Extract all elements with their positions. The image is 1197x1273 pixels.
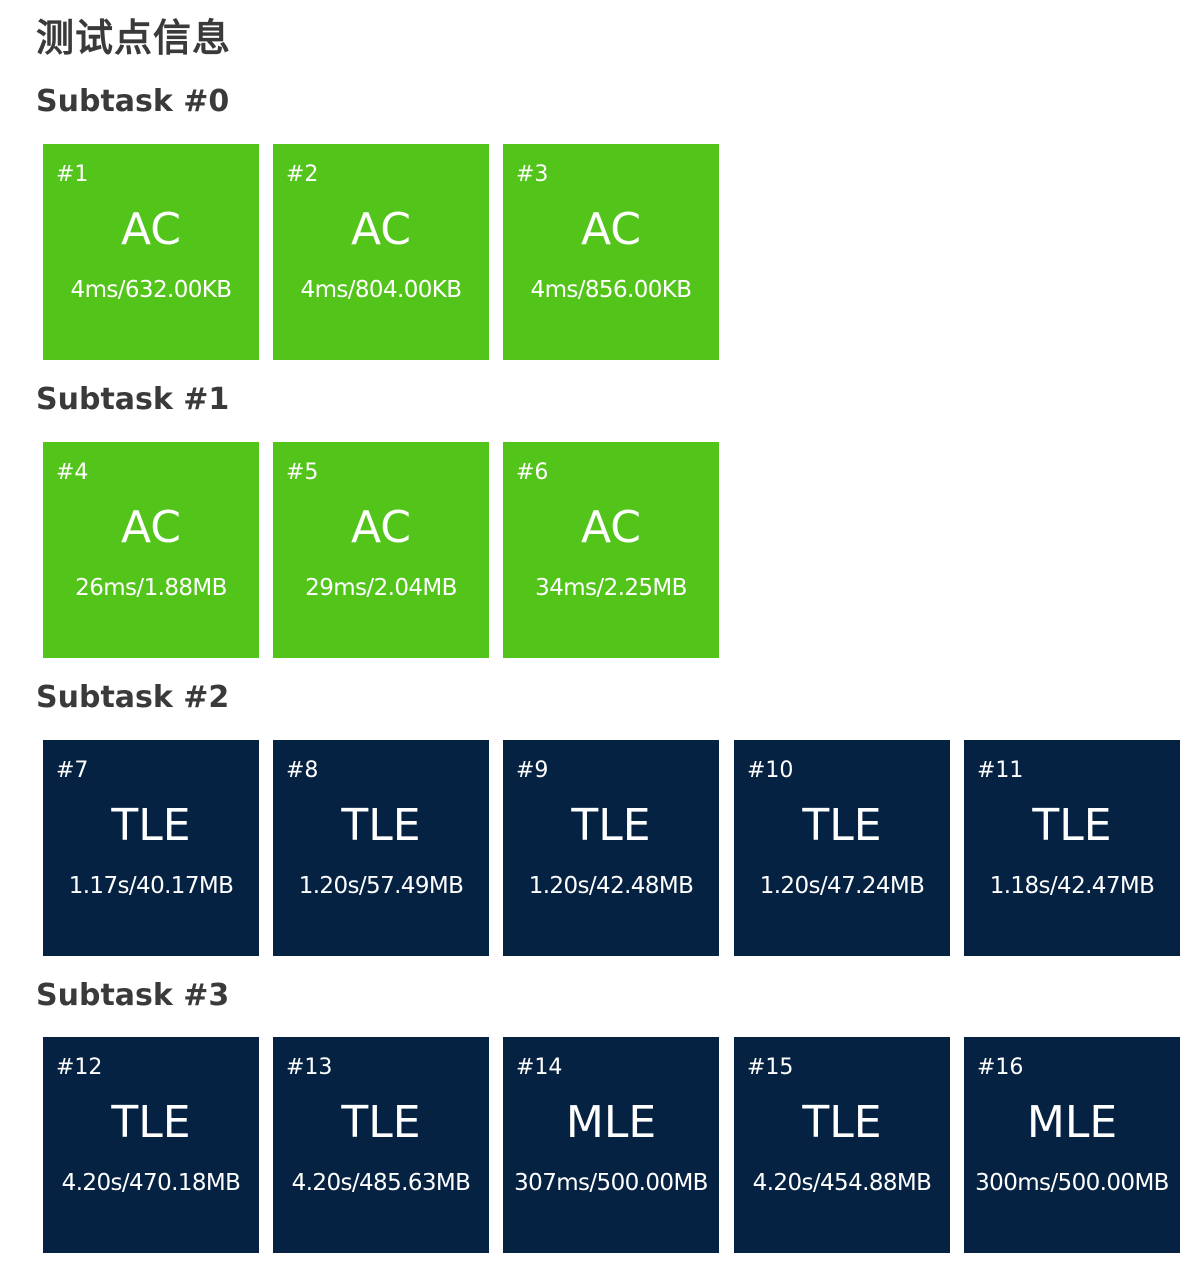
test-case-card[interactable]: #5 AC 29ms/2.04MB [273,442,489,658]
case-status: TLE [1032,800,1112,851]
case-stats: 4ms/804.00KB [300,277,463,303]
case-status: TLE [802,800,882,851]
case-id: #1 [56,162,89,187]
test-case-card[interactable]: #7 TLE 1.17s/40.17MB [43,740,259,956]
case-id: #8 [286,758,319,783]
test-case-card[interactable]: #9 TLE 1.20s/42.48MB [503,740,719,956]
case-id: #4 [56,460,89,485]
case-stats: 1.20s/47.24MB [759,873,925,899]
case-status: AC [120,204,182,255]
page-title: 测试点信息 [36,16,232,60]
case-stats: 4.20s/454.88MB [752,1170,932,1196]
case-stats: 4ms/856.00KB [530,277,693,303]
test-case-card[interactable]: #13 TLE 4.20s/485.63MB [273,1037,489,1253]
case-stats: 1.17s/40.17MB [68,873,234,899]
case-id: #11 [977,758,1024,783]
case-status: AC [580,204,642,255]
case-id: #6 [516,460,549,485]
case-status: MLE [565,1097,657,1148]
case-id: #10 [747,758,794,783]
case-id: #15 [747,1055,794,1080]
case-id: #3 [516,162,549,187]
test-case-card[interactable]: #4 AC 26ms/1.88MB [43,442,259,658]
case-stats: 1.20s/57.49MB [298,873,464,899]
case-status: TLE [571,800,651,851]
case-stats: 34ms/2.25MB [535,575,687,601]
test-case-card[interactable]: #15 TLE 4.20s/454.88MB [734,1037,950,1253]
case-id: #13 [286,1055,333,1080]
case-stats: 29ms/2.04MB [305,575,457,601]
test-case-card[interactable]: #8 TLE 1.20s/57.49MB [273,740,489,956]
case-id: #9 [516,758,549,783]
case-id: #2 [286,162,319,187]
case-id: #16 [977,1055,1024,1080]
case-status: AC [580,502,642,553]
case-status: AC [120,502,182,553]
case-id: #7 [56,758,89,783]
case-status: TLE [111,1097,191,1148]
subtask-heading: Subtask #0 [36,84,230,119]
case-status: MLE [1026,1097,1118,1148]
case-stats: 307ms/500.00MB [514,1170,708,1196]
test-case-card[interactable]: #10 TLE 1.20s/47.24MB [734,740,950,956]
case-stats: 26ms/1.88MB [75,575,227,601]
case-status: TLE [341,800,421,851]
case-status: TLE [802,1097,882,1148]
case-stats: 1.20s/42.48MB [528,873,694,899]
case-id: #14 [516,1055,563,1080]
test-case-card[interactable]: #3 AC 4ms/856.00KB [503,144,719,360]
subtask-heading: Subtask #1 [36,382,230,417]
case-id: #12 [56,1055,103,1080]
test-case-card[interactable]: #1 AC 4ms/632.00KB [43,144,259,360]
test-case-card[interactable]: #14 MLE 307ms/500.00MB [503,1037,719,1253]
case-stats: 4.20s/485.63MB [291,1170,471,1196]
case-stats: 1.18s/42.47MB [989,873,1155,899]
case-status: TLE [111,800,191,851]
case-status: AC [350,204,412,255]
case-stats: 4ms/632.00KB [70,277,233,303]
test-case-card[interactable]: #2 AC 4ms/804.00KB [273,144,489,360]
case-status: AC [350,502,412,553]
test-case-card[interactable]: #12 TLE 4.20s/470.18MB [43,1037,259,1253]
subtask-heading: Subtask #2 [36,680,230,715]
test-case-card[interactable]: #16 MLE 300ms/500.00MB [964,1037,1180,1253]
test-case-card[interactable]: #6 AC 34ms/2.25MB [503,442,719,658]
test-case-card[interactable]: #11 TLE 1.18s/42.47MB [964,740,1180,956]
case-status: TLE [341,1097,421,1148]
case-stats: 300ms/500.00MB [975,1170,1169,1196]
subtask-heading: Subtask #3 [36,978,230,1013]
case-stats: 4.20s/470.18MB [61,1170,241,1196]
case-id: #5 [286,460,319,485]
